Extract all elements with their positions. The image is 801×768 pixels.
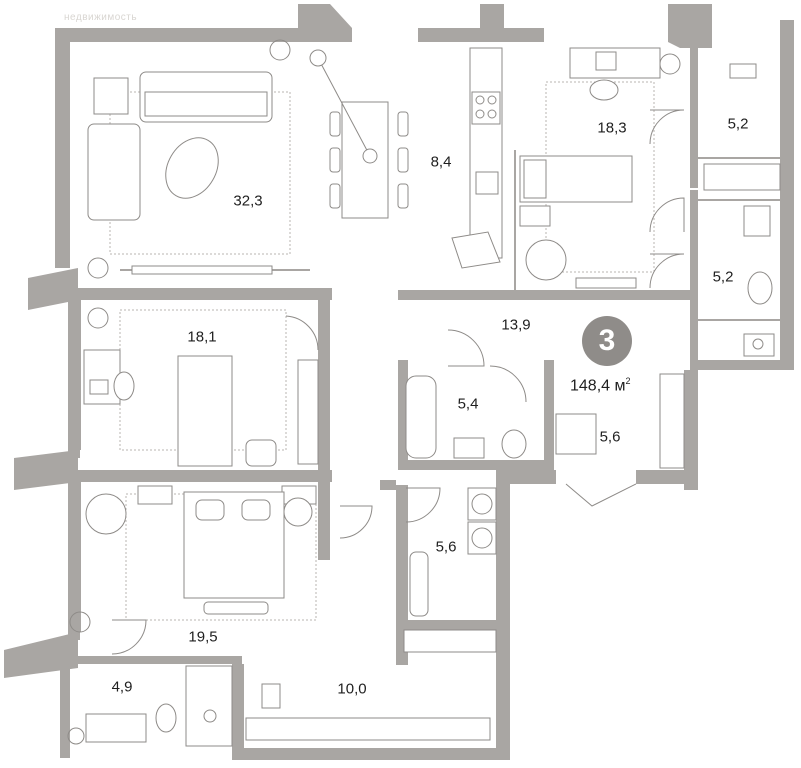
room-area-kitchen: 8,4 [430, 153, 452, 171]
room-area-living: 32,3 [233, 192, 263, 210]
apartment-number-badge: 3 [582, 316, 632, 366]
room-area-dressing-center: 5,6 [599, 428, 621, 446]
total-area: 148,4 м2 [570, 376, 631, 395]
dressing-center-furniture [555, 373, 685, 507]
room-area-wc-sw: 4,9 [111, 678, 133, 696]
room-area-hall: 13,9 [501, 316, 531, 334]
room-area-bedroom-ne: 18,3 [597, 119, 627, 137]
corridor-s-furniture [245, 629, 497, 741]
room-area-bath-ne: 5,2 [712, 268, 734, 286]
room-area-bedroom-w: 18,1 [187, 328, 217, 346]
wc-sw-furniture [67, 665, 233, 747]
closet-ne-furniture [703, 63, 781, 191]
room-area-laundry: 5,6 [435, 538, 457, 556]
room-area-bath-center: 5,4 [457, 395, 479, 413]
bedroom-ne-furniture [519, 47, 681, 289]
doors [111, 109, 685, 655]
living-room-furniture [87, 39, 409, 279]
laundry-furniture [409, 487, 497, 617]
room-area-corridor-s: 10,0 [337, 680, 367, 698]
master-bedroom-furniture [69, 485, 317, 633]
watermark: недвижимость [64, 12, 138, 23]
room-area-master-bedroom: 19,5 [188, 628, 218, 646]
bath-center-furniture [405, 375, 527, 459]
kitchen-furniture [451, 47, 503, 269]
total-area-unit-sup: 2 [625, 376, 631, 386]
walls [4, 4, 794, 760]
bedroom-w-furniture [83, 307, 319, 467]
total-area-value: 148,4 м [570, 377, 626, 395]
window-lines [68, 42, 780, 632]
room-area-closet-ne: 5,2 [727, 115, 749, 133]
bath-ne-furniture [743, 205, 775, 357]
